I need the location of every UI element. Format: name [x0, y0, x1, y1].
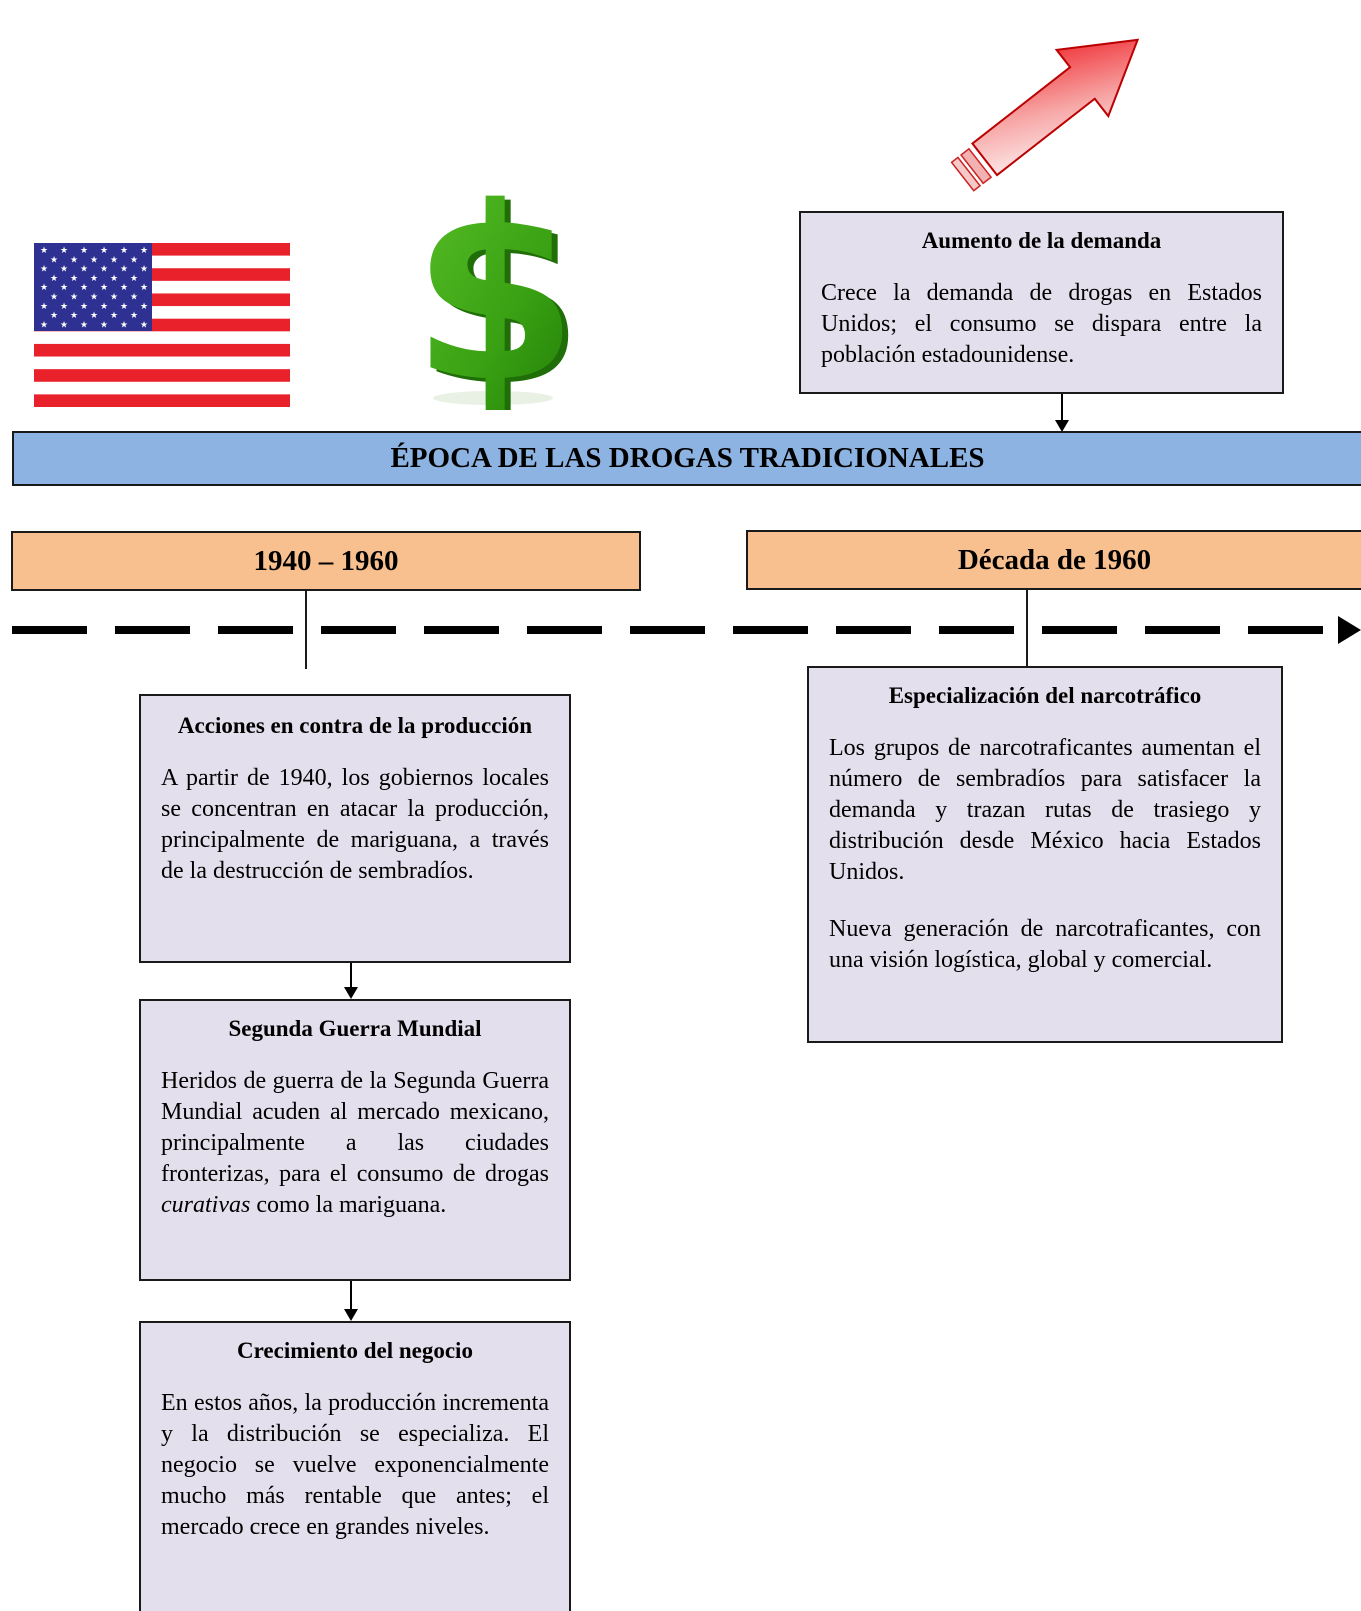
- svg-text:★: ★: [110, 311, 118, 321]
- svg-text:★: ★: [140, 302, 148, 312]
- svg-text:★: ★: [60, 320, 68, 330]
- svg-text:★: ★: [40, 246, 48, 256]
- svg-text:★: ★: [70, 311, 78, 321]
- svg-text:★: ★: [120, 302, 128, 312]
- svg-text:★: ★: [100, 246, 108, 256]
- svg-text:★: ★: [90, 274, 98, 284]
- connector-1960: [1026, 590, 1028, 666]
- actions-title: Acciones en contra de la producción: [177, 713, 533, 738]
- svg-text:★: ★: [80, 302, 88, 312]
- svg-text:★: ★: [100, 265, 108, 275]
- svg-text:★: ★: [110, 293, 118, 303]
- growth-box: Crecimiento del negocio En estos años, l…: [139, 1321, 571, 1611]
- svg-text:★: ★: [130, 293, 138, 303]
- svg-text:★: ★: [120, 320, 128, 330]
- svg-text:★: ★: [70, 255, 78, 265]
- svg-text:★: ★: [80, 265, 88, 275]
- arrow-demand-to-banner: [1055, 394, 1069, 432]
- svg-text:★: ★: [50, 274, 58, 284]
- svg-text:★: ★: [90, 293, 98, 303]
- svg-text:★: ★: [100, 302, 108, 312]
- growth-text: En estos años, la producción incrementa …: [161, 1390, 549, 1540]
- ww2-box: Segunda Guerra Mundial Heridos de guerra…: [139, 999, 571, 1281]
- rising-arrow-icon: [950, 38, 1140, 192]
- specialization-text-1: Los grupos de narcotraficantes aumentan …: [829, 735, 1261, 885]
- svg-text:★: ★: [40, 265, 48, 275]
- svg-text:★: ★: [100, 283, 108, 293]
- svg-text:★: ★: [120, 283, 128, 293]
- svg-text:★: ★: [60, 302, 68, 312]
- arrow-ww2-to-growth: [344, 1281, 358, 1321]
- svg-text:★: ★: [120, 265, 128, 275]
- svg-text:★: ★: [40, 320, 48, 330]
- svg-text:★: ★: [140, 246, 148, 256]
- svg-text:★: ★: [140, 265, 148, 275]
- period-1940-1960: 1940 – 1960: [11, 531, 641, 591]
- svg-text:$: $: [412, 170, 576, 410]
- ww2-italic: curativas: [161, 1192, 251, 1218]
- demand-text: Crece la demanda de drogas en Estados Un…: [821, 280, 1262, 368]
- svg-text:★: ★: [140, 320, 148, 330]
- svg-text:★: ★: [140, 283, 148, 293]
- svg-text:★: ★: [130, 255, 138, 265]
- svg-text:★: ★: [100, 320, 108, 330]
- specialization-box: Especialización del narcotráfico Los gru…: [807, 666, 1283, 1043]
- svg-text:★: ★: [120, 246, 128, 256]
- svg-text:$: $: [418, 170, 576, 410]
- svg-text:★: ★: [110, 274, 118, 284]
- arrow-actions-to-ww2: [344, 963, 358, 999]
- specialization-title: Especialización del narcotráfico: [888, 683, 1202, 708]
- svg-text:★: ★: [50, 293, 58, 303]
- svg-text:★: ★: [50, 311, 58, 321]
- svg-text:★: ★: [80, 283, 88, 293]
- dollar-sign-icon: $ $: [412, 170, 576, 410]
- growth-title: Crecimiento del negocio: [237, 1338, 473, 1363]
- actions-text: A partir de 1940, los gobiernos locales …: [161, 765, 549, 884]
- svg-text:★: ★: [80, 320, 88, 330]
- svg-text:★: ★: [40, 283, 48, 293]
- svg-text:★: ★: [60, 246, 68, 256]
- svg-text:★: ★: [70, 293, 78, 303]
- us-flag-icon: ★★★★★★★★★★★★★★★★★★★★★★★★★★★★★★★★★★★★★★★★…: [34, 243, 290, 407]
- connector-1940: [305, 591, 307, 669]
- svg-text:★: ★: [130, 311, 138, 321]
- svg-text:★: ★: [110, 255, 118, 265]
- svg-text:★: ★: [60, 283, 68, 293]
- actions-box: Acciones en contra de la producción A pa…: [139, 694, 571, 963]
- svg-text:★: ★: [50, 255, 58, 265]
- specialization-text-2: Nueva generación de narcotraficantes, co…: [829, 916, 1261, 973]
- period-decada-1960: Década de 1960: [746, 530, 1361, 590]
- svg-text:★: ★: [130, 274, 138, 284]
- era-banner: ÉPOCA DE LAS DROGAS TRADICIONALES: [12, 431, 1361, 486]
- svg-text:★: ★: [90, 255, 98, 265]
- svg-text:★: ★: [70, 274, 78, 284]
- demand-title: Aumento de la demanda: [921, 228, 1162, 253]
- timeline-axis: [12, 616, 1361, 644]
- svg-text:★: ★: [90, 311, 98, 321]
- demand-box: Aumento de la demanda Crece la demanda d…: [799, 211, 1284, 394]
- ww2-text: Heridos de guerra de la Segunda Guerra M…: [161, 1068, 549, 1218]
- svg-text:★: ★: [40, 302, 48, 312]
- svg-text:★: ★: [60, 265, 68, 275]
- svg-text:★: ★: [80, 246, 88, 256]
- ww2-title: Segunda Guerra Mundial: [228, 1016, 482, 1041]
